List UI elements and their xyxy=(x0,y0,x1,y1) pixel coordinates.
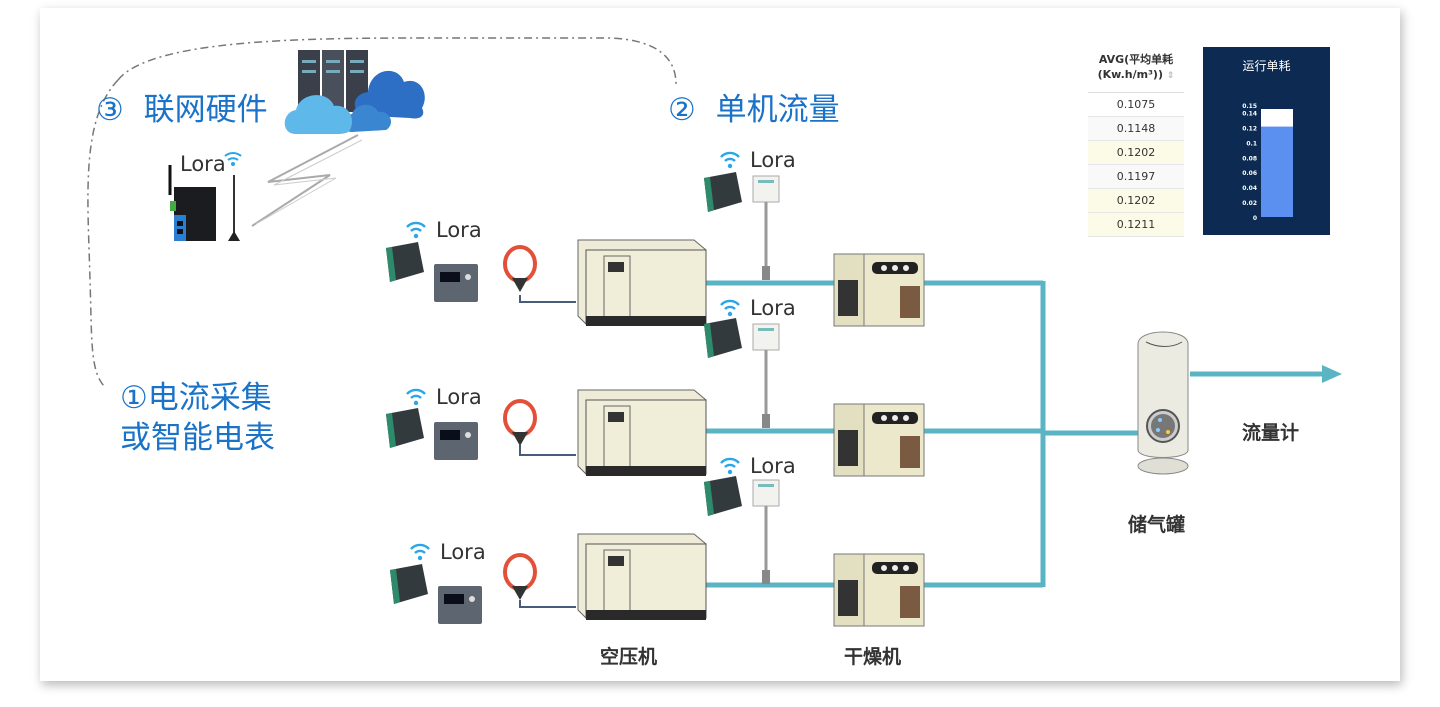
lora-label: Lora xyxy=(750,148,796,172)
air-compressor-icon xyxy=(577,533,707,620)
lora-module-icon xyxy=(704,172,742,212)
smart-meter-icon xyxy=(434,422,478,460)
wifi-icon xyxy=(224,152,242,166)
wifi-icon xyxy=(720,299,740,317)
step-number: ② xyxy=(668,92,696,128)
table-row: 0.1211 xyxy=(1088,213,1184,237)
y-tick-label: 0.02 xyxy=(1242,200,1257,207)
label-air-dryer: 干燥机 xyxy=(844,646,902,668)
lora-module-icon xyxy=(704,476,742,516)
current-clamp-icon xyxy=(503,399,537,446)
table-row: 0.1148 xyxy=(1088,117,1184,141)
label-air-tank: 储气罐 xyxy=(1128,514,1186,536)
header-line2: (Kw.h/m³)) xyxy=(1097,68,1163,81)
y-tick-label: 0.08 xyxy=(1242,155,1257,162)
section-label-line1: ①电流采集 xyxy=(120,380,272,416)
section-label: 联网硬件 xyxy=(143,92,268,128)
table-row: 0.1202 xyxy=(1088,141,1184,165)
air-dryer-icon xyxy=(833,403,925,477)
air-tank-icon xyxy=(1137,331,1189,475)
y-tick-label: 0.1 xyxy=(1246,140,1257,147)
section-network-hardware: ③ 联网硬件 xyxy=(96,92,268,128)
lora-module-icon xyxy=(386,242,424,282)
label-flowmeter: 流量计 xyxy=(1242,422,1300,444)
thermal-flow-sensor-icon xyxy=(752,479,780,584)
smart-meter-icon xyxy=(438,586,482,624)
section-unit-flow: ② 单机流量 xyxy=(668,92,840,128)
chart-title: 运行单耗 xyxy=(1242,59,1291,73)
wifi-icon xyxy=(406,388,426,406)
table-header[interactable]: AVG(平均单耗 (Kw.h/m³)) ⇕ xyxy=(1088,48,1184,93)
lora-label: Lora xyxy=(750,454,796,478)
air-compressor-icon xyxy=(577,239,707,326)
wifi-icon xyxy=(410,543,430,561)
wifi-icon xyxy=(720,457,740,475)
header-line1: AVG(平均单耗 xyxy=(1098,53,1174,66)
current-clamp-icon xyxy=(503,245,537,292)
smart-meter-icon xyxy=(434,264,478,302)
gauge-plot: 0 0.02 0.04 0.06 0.08 0.1 0.12 0.140.15 xyxy=(1242,103,1293,222)
table-row: 0.1197 xyxy=(1088,165,1184,189)
label-air-compressor: 空压机 xyxy=(600,646,658,668)
lora-label: Lora xyxy=(436,385,482,409)
y-tick-label: 0.12 xyxy=(1242,125,1257,132)
avg-consumption-table: AVG(平均单耗 (Kw.h/m³)) ⇕ 0.1075 0.1148 0.12… xyxy=(1088,48,1184,237)
air-dryer-icon xyxy=(833,553,925,627)
section-current-collection: ①电流采集 或智能电表 xyxy=(120,378,275,458)
table-row: 0.1202 xyxy=(1088,189,1184,213)
air-compressor-icon xyxy=(577,389,707,476)
lora-gateway-device xyxy=(168,165,240,241)
y-tick-label: 0.06 xyxy=(1242,170,1257,177)
cloud-server-icon xyxy=(284,50,425,134)
thermal-flow-sensor-icon xyxy=(752,175,780,280)
air-dryer-icon xyxy=(833,253,925,327)
flow-arrow-icon xyxy=(1322,365,1342,383)
gateway-lora-label: Lora xyxy=(180,152,226,176)
wifi-icon xyxy=(406,221,426,239)
thermal-flow-sensor-icon xyxy=(752,323,780,428)
y-tick-label: 0.14 xyxy=(1242,110,1257,117)
wifi-icon xyxy=(720,151,740,169)
y-tick-label: 0 xyxy=(1253,215,1257,222)
lora-module-icon xyxy=(390,564,428,604)
section-label: 单机流量 xyxy=(715,92,840,128)
table-row: 0.1075 xyxy=(1088,93,1184,117)
lora-label: Lora xyxy=(440,540,486,564)
gauge-bar xyxy=(1261,126,1293,217)
y-tick-label: 0.04 xyxy=(1242,185,1257,192)
step-number: ③ xyxy=(96,92,124,128)
lora-label: Lora xyxy=(436,218,482,242)
section-label-line2: 或智能电表 xyxy=(120,420,275,456)
pipe-network xyxy=(706,280,1325,588)
y-tick-label: 0.15 xyxy=(1242,103,1257,110)
lora-module-icon xyxy=(704,318,742,358)
lora-module-icon xyxy=(386,408,424,448)
wireless-link-icon xyxy=(251,134,359,227)
lora-label: Lora xyxy=(750,296,796,320)
current-clamp-icon xyxy=(503,553,537,600)
sort-icon[interactable]: ⇕ xyxy=(1166,71,1175,81)
